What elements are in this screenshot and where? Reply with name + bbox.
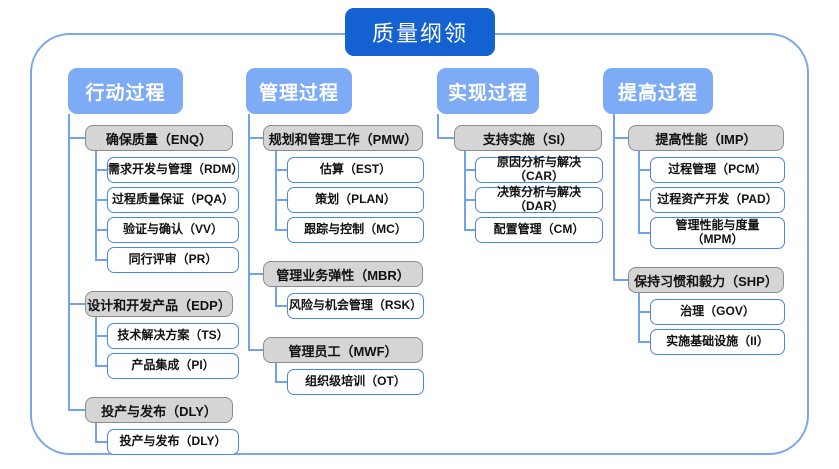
- connector-line: [95, 317, 97, 366]
- connector-line: [248, 114, 250, 350]
- connector-line: [275, 199, 287, 201]
- connector-line: [464, 229, 475, 231]
- connector-line: [437, 137, 454, 139]
- leaf-box[interactable]: 验证与确认（VV）: [107, 217, 239, 243]
- connector-line: [638, 169, 650, 171]
- leaf-box[interactable]: 跟踪与控制（MC）: [287, 217, 424, 243]
- connector-line: [638, 311, 650, 313]
- column-header-4[interactable]: 提高过程: [603, 68, 713, 114]
- connector-line: [464, 199, 475, 201]
- leaf-box[interactable]: 策划（PLAN）: [287, 187, 424, 213]
- leaf-box[interactable]: 组织级培训（OT）: [287, 369, 424, 395]
- leaf-box[interactable]: 产品集成（PI）: [107, 353, 239, 379]
- category-box[interactable]: 支持实施（SI）: [454, 125, 602, 151]
- category-box[interactable]: 管理员工（MWF）: [263, 337, 423, 363]
- connector-line: [613, 114, 615, 280]
- leaf-box[interactable]: 决策分析与解决（DAR）: [475, 185, 603, 213]
- column-header-1[interactable]: 行动过程: [68, 68, 183, 114]
- connector-line: [95, 151, 97, 260]
- category-box[interactable]: 设计和开发产品（EDP）: [85, 291, 233, 317]
- connector-line: [638, 293, 640, 342]
- connector-line: [275, 363, 277, 382]
- leaf-box[interactable]: 技术解决方案（TS）: [107, 323, 239, 349]
- category-box[interactable]: 提高性能（IMP）: [628, 125, 784, 151]
- connector-line: [275, 229, 287, 231]
- connector-line: [464, 169, 475, 171]
- leaf-box[interactable]: 过程资产开发（PAD）: [650, 187, 785, 213]
- connector-line: [95, 229, 107, 231]
- connector-line: [464, 151, 466, 230]
- leaf-box[interactable]: 估算（EST）: [287, 157, 424, 183]
- category-box[interactable]: 保持习惯和毅力（SHP）: [628, 267, 784, 293]
- connector-line: [95, 365, 107, 367]
- connector-line: [638, 341, 650, 343]
- connector-line: [275, 287, 277, 306]
- leaf-box[interactable]: 同行评审（PR）: [107, 247, 239, 273]
- connector-line: [95, 423, 97, 442]
- connector-line: [613, 279, 628, 281]
- connector-line: [437, 114, 439, 138]
- leaf-box[interactable]: 过程管理（PCM）: [650, 157, 785, 183]
- leaf-box[interactable]: 投产与发布（DLY）: [107, 429, 239, 455]
- leaf-box[interactable]: 管理性能与度量（MPM）: [650, 217, 785, 249]
- connector-line: [638, 151, 640, 233]
- connector-line: [68, 137, 85, 139]
- connector-line: [613, 137, 628, 139]
- connector-line: [638, 232, 650, 234]
- column-header-3[interactable]: 实现过程: [437, 68, 539, 114]
- column-header-2[interactable]: 管理过程: [246, 68, 352, 114]
- category-box[interactable]: 规划和管理工作（PMW）: [263, 125, 423, 151]
- leaf-box[interactable]: 需求开发与管理（RDM）: [107, 157, 243, 183]
- leaf-box[interactable]: 治理（GOV）: [650, 299, 785, 325]
- connector-line: [95, 199, 107, 201]
- leaf-box[interactable]: 实施基础设施（II）: [650, 329, 785, 355]
- leaf-box[interactable]: 过程质量保证（PQA）: [107, 187, 239, 213]
- connector-line: [95, 335, 107, 337]
- connector-line: [248, 349, 263, 351]
- connector-line: [275, 151, 277, 230]
- leaf-box[interactable]: 风险与机会管理（RSK）: [287, 293, 424, 319]
- connector-line: [275, 169, 287, 171]
- connector-line: [95, 169, 107, 171]
- connector-line: [95, 441, 107, 443]
- connector-line: [68, 114, 70, 410]
- connector-line: [68, 409, 85, 411]
- connector-line: [248, 137, 263, 139]
- diagram-title: 质量纲领: [345, 8, 495, 56]
- connector-line: [275, 305, 287, 307]
- category-box[interactable]: 投产与发布（DLY）: [85, 397, 233, 423]
- leaf-box[interactable]: 配置管理（CM）: [475, 217, 603, 243]
- category-box[interactable]: 确保质量（ENQ）: [85, 125, 233, 151]
- connector-line: [68, 303, 85, 305]
- connector-line: [275, 381, 287, 383]
- category-box[interactable]: 管理业务弹性（MBR）: [263, 261, 423, 287]
- leaf-box[interactable]: 原因分析与解决（CAR）: [475, 155, 603, 183]
- connector-line: [638, 199, 650, 201]
- connector-line: [248, 273, 263, 275]
- connector-line: [95, 259, 107, 261]
